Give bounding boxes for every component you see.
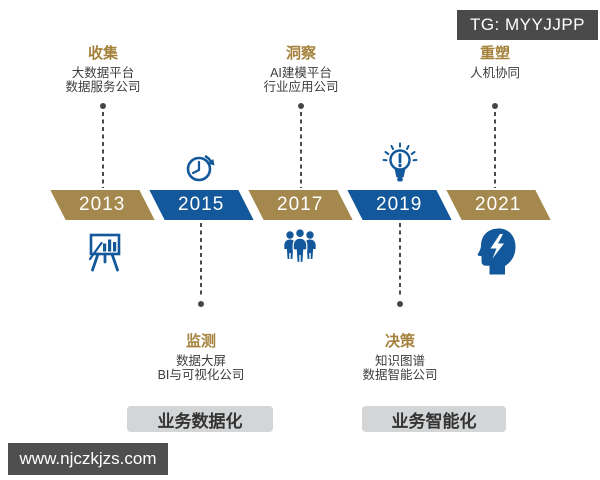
stage-title: 重塑	[479, 45, 510, 62]
connector-dashed-line	[398, 223, 401, 296]
connector-dashed-line	[299, 112, 302, 188]
clock-history-icon	[185, 151, 216, 183]
year-label: 2017	[277, 194, 324, 215]
connector-dot	[198, 301, 204, 307]
stage-title: 决策	[384, 333, 415, 350]
phase-pill-intelligence: 业务智能化	[362, 406, 506, 432]
stage-reshape: 重塑 人机协同	[410, 42, 580, 81]
connector-dot	[100, 103, 106, 109]
timeline-segment-2021: 2021	[446, 190, 551, 220]
timeline-segment-2019: 2019	[347, 190, 452, 220]
connector-dashed-line	[101, 112, 104, 188]
stage-line: 行业应用公司	[263, 79, 339, 94]
stage-title: 洞察	[285, 45, 316, 62]
stage-line: BI与可视化公司	[157, 367, 245, 382]
connector-dot	[298, 103, 304, 109]
team-icon	[280, 228, 320, 264]
connector-dot	[397, 301, 403, 307]
timeline-segment-2017: 2017	[248, 190, 353, 220]
connector-dot	[492, 103, 498, 109]
presentation-chart-icon	[87, 231, 123, 272]
site-watermark-badge: www.njczkjzs.com	[8, 443, 168, 475]
connector-dashed-line	[493, 112, 496, 188]
stage-line: 数据大屏	[175, 354, 226, 368]
stage-line: 知识图谱	[374, 354, 425, 368]
stage-insight: 洞察 AI建模平台 行业应用公司	[216, 42, 386, 94]
year-label: 2019	[376, 194, 423, 215]
stage-title: 收集	[87, 45, 118, 62]
year-label: 2015	[178, 194, 225, 215]
year-label: 2021	[475, 194, 522, 215]
stage-line: AI建模平台	[270, 66, 332, 80]
stage-collect: 收集 大数据平台 数据服务公司	[18, 42, 188, 94]
phase-pill-digitization: 业务数据化	[127, 406, 273, 432]
connector-dashed-line	[199, 223, 202, 296]
stage-line: 数据服务公司	[65, 79, 141, 94]
stage-title: 监测	[185, 333, 216, 350]
timeline-segment-2015: 2015	[149, 190, 254, 220]
year-label: 2013	[79, 194, 126, 215]
head-flash-icon	[474, 227, 518, 276]
stage-monitor: 监测 数据大屏 BI与可视化公司	[116, 330, 286, 382]
stage-line: 数据智能公司	[362, 367, 438, 382]
stage-decision: 决策 知识图谱 数据智能公司	[315, 330, 485, 382]
stage-line: 人机协同	[469, 66, 520, 80]
timeline-segment-2013: 2013	[50, 190, 155, 220]
stage-line: 大数据平台	[71, 66, 135, 80]
lightbulb-alert-icon	[382, 142, 418, 184]
tg-watermark-badge: TG: MYYJJPP	[457, 10, 598, 40]
